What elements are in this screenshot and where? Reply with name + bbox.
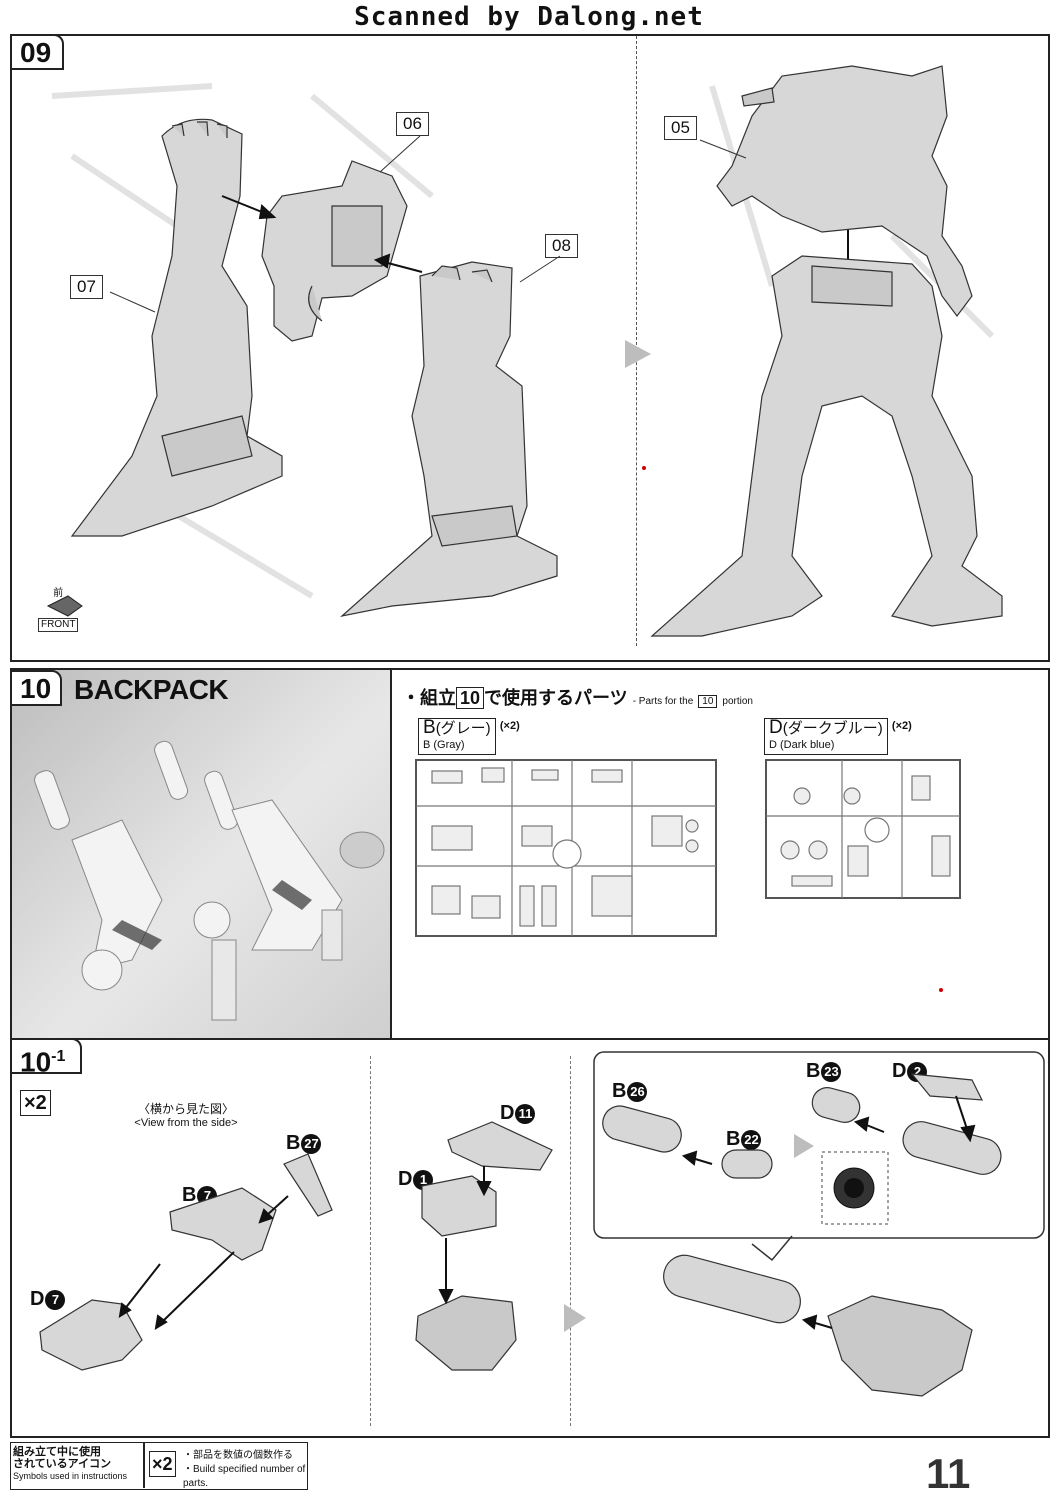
- step10-1-divider-1: [370, 1056, 371, 1426]
- assembled-thruster: [663, 1254, 973, 1397]
- wing-parts: [39, 1153, 333, 1371]
- front-label: 前 FRONT: [38, 588, 79, 632]
- parts-title-step: 10: [456, 687, 485, 709]
- step10-1-number: 10-1: [10, 1038, 82, 1078]
- runner-b-jp: (グレー): [435, 720, 491, 737]
- step09-illustration: [46, 65, 1003, 637]
- footer-icon-desc-en: ・Build specified number of parts.: [183, 1464, 306, 1489]
- front-direction-icon: [46, 595, 83, 617]
- footer-icon-label: 組み立て中に使用 されているアイコン Symbols used in instr…: [13, 1446, 141, 1482]
- runner-d-letter: D: [769, 717, 783, 738]
- step10-1-illustration: [39, 1051, 1045, 1397]
- footer-multiplier-icon: ×2: [149, 1451, 176, 1477]
- runner-b-letter: B: [423, 717, 436, 738]
- runner-d-count: (×2): [891, 720, 912, 732]
- left-leg-part: [70, 118, 283, 537]
- thruster-tubes: [602, 1073, 1002, 1179]
- callout-08: 08: [545, 234, 578, 258]
- backpack-photo: [12, 670, 390, 1038]
- assembled-robot-part: [650, 65, 1003, 637]
- footer-icon-desc-jp: ・部品を数値の個数作る: [183, 1450, 293, 1461]
- hip-part: [261, 160, 408, 342]
- callout-05: 05: [664, 116, 697, 140]
- side-view-en: <View from the side>: [134, 1117, 238, 1129]
- callout-07: 07: [70, 275, 103, 299]
- backpack-photo-drawing: [34, 740, 385, 1021]
- scan-credit: Scanned by Dalong.net: [354, 2, 704, 32]
- parts-title-suffix: で使用するパーツ: [484, 688, 628, 708]
- runner-b-label: B(グレー) B (Gray) (×2): [418, 718, 520, 755]
- right-leg-part: [339, 261, 558, 618]
- step09-divider: [636, 36, 637, 646]
- runner-b-count: (×2): [499, 720, 520, 732]
- footer-icon-desc: ・部品を数値の個数作る ・Build specified number of p…: [183, 1449, 307, 1491]
- booster-assembly: [415, 1121, 553, 1371]
- step10-1-number-main: 10: [20, 1046, 52, 1078]
- runner-b-sprue: [415, 759, 717, 937]
- runner-d-label: D(ダークブルー) D (Dark blue) (×2): [764, 718, 912, 755]
- step10-1-panel: [10, 1038, 1050, 1438]
- step10-divider: [390, 670, 392, 1038]
- parts-title-en-suffix: portion: [722, 696, 753, 707]
- footer-icon-label-jp-1: 組み立て中に使用: [13, 1446, 101, 1458]
- runner-b-en: B (Gray): [423, 739, 465, 751]
- step09-panel: [10, 34, 1050, 662]
- step10-number: 10: [10, 670, 62, 706]
- step10-title: BACKPACK: [74, 674, 229, 705]
- footer-icon-legend: 組み立て中に使用 されているアイコン Symbols used in instr…: [10, 1442, 308, 1490]
- red-dot: [939, 988, 943, 992]
- footer-divider: [143, 1443, 145, 1488]
- parts-title-en-step: 10: [698, 695, 718, 708]
- runner-d-en: D (Dark blue): [769, 739, 835, 751]
- page-number: 11: [926, 1450, 971, 1497]
- parts-title-en-prefix: - Parts for the: [632, 696, 694, 707]
- step09-number: 09: [10, 34, 64, 70]
- step10-1-number-sub: -1: [51, 1048, 66, 1065]
- runner-d-jp: (ダークブルー): [782, 720, 883, 737]
- parts-title-prefix: ・組立: [402, 688, 456, 708]
- runner-d-sprue: [765, 759, 961, 899]
- footer-icon-label-jp-2: されているアイコン: [13, 1458, 112, 1470]
- step10-1-divider-2: [570, 1056, 571, 1426]
- callout-leaders: [109, 135, 747, 313]
- front-label-jp: 前: [53, 588, 64, 599]
- side-view-caption: 〈横から見た図〉 <View from the side>: [106, 1100, 266, 1129]
- callout-06: 06: [396, 112, 429, 136]
- front-label-en: FRONT: [38, 618, 79, 632]
- side-view-jp: 〈横から見た図〉: [137, 1102, 234, 1116]
- multiplier-badge: ×2: [20, 1090, 51, 1116]
- footer-icon-label-en: Symbols used in instructions: [13, 1471, 128, 1481]
